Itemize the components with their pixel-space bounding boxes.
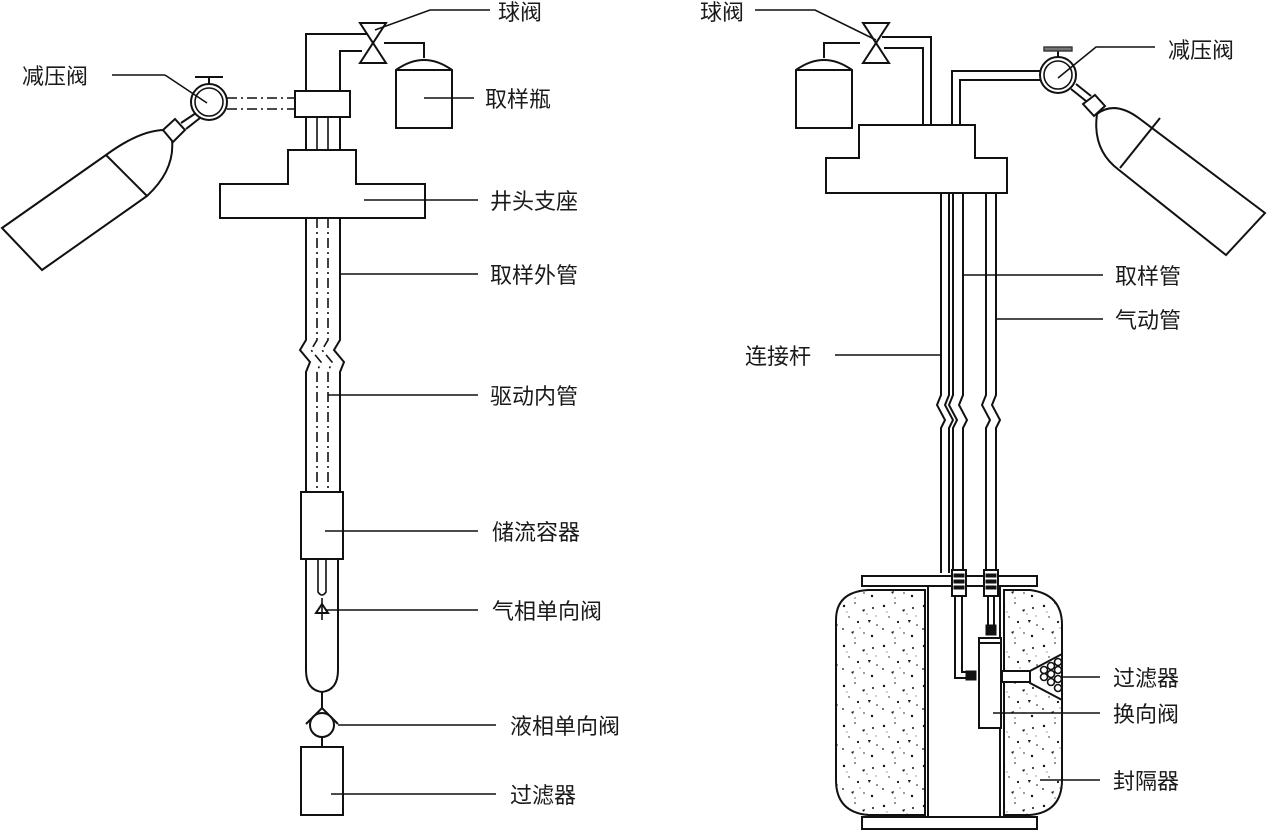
label-ball-valve-left: 球阀 <box>498 1 542 26</box>
pressure-reducing-valve-right <box>1039 46 1077 94</box>
label-drive-inner-tube: 驱动内管 <box>490 385 578 410</box>
top-piping-right <box>882 36 932 125</box>
upper-tubes-left <box>305 117 341 150</box>
flow-storage-container <box>300 491 344 560</box>
drive-inner-tube <box>310 218 333 492</box>
couplings <box>951 569 999 597</box>
pneumatic-tube <box>980 193 1002 573</box>
wellhead-support-right <box>825 124 1008 194</box>
packer-bottom-plate <box>861 816 1038 830</box>
label-pressure-reducing-valve-right: 减压阀 <box>1168 39 1234 64</box>
pressure-reducing-valve-left <box>190 76 295 121</box>
right-system: 球阀 减压阀 取样管 气动管 连接杆 过滤器 换向阀 封隔器 <box>700 1 1267 830</box>
label-ball-valve-right: 球阀 <box>700 1 744 26</box>
sampling-tube <box>943 193 969 573</box>
lower-chamber <box>305 559 339 694</box>
label-sampling-bottle: 取样瓶 <box>485 88 551 113</box>
label-flow-storage-container: 储流容器 <box>492 521 580 546</box>
connecting-rod <box>935 193 947 573</box>
gas-cylinder-right <box>1070 83 1267 257</box>
internal-tubes <box>954 596 997 681</box>
label-connecting-rod: 连接杆 <box>745 345 811 370</box>
filter-right <box>1001 652 1063 702</box>
label-liquid-check-valve: 液相单向阀 <box>510 715 620 740</box>
gas-check-valve <box>314 598 330 620</box>
liquid-check-valve <box>305 692 339 747</box>
left-system: 减压阀 球阀 取样瓶 井头支座 取样外管 驱动内管 储流容器 气相单向阀 液相单… <box>0 1 620 816</box>
pneumatic-piping-right <box>951 70 1040 125</box>
ball-valve-right <box>861 22 891 64</box>
label-gas-check-valve: 气相单向阀 <box>492 600 602 625</box>
sampling-outer-tube <box>298 218 346 492</box>
gas-cylinder-left <box>0 112 201 272</box>
label-pneumatic-tube: 气动管 <box>1115 309 1181 334</box>
label-sampling-tube: 取样管 <box>1115 265 1181 290</box>
label-reversing-valve: 换向阀 <box>1113 703 1179 728</box>
wellhead-support <box>219 149 426 219</box>
manifold-block <box>294 90 351 118</box>
label-pressure-reducing-valve-left: 减压阀 <box>22 65 88 90</box>
label-packer: 封隔器 <box>1113 770 1179 795</box>
sampling-bottle <box>395 59 453 129</box>
top-piping-left <box>305 33 425 91</box>
leader-lines-right <box>755 9 1155 781</box>
ball-valve-left <box>358 22 388 64</box>
filter-left <box>300 746 344 816</box>
reversing-valve <box>978 637 1002 729</box>
packer-top-plate <box>861 575 1038 587</box>
label-sampling-outer-tube: 取样外管 <box>490 264 578 289</box>
label-filter-left: 过滤器 <box>510 784 576 809</box>
packer <box>835 586 1063 817</box>
label-filter-right: 过滤器 <box>1113 667 1179 692</box>
label-wellhead-support: 井头支座 <box>490 190 578 215</box>
leader-lines-left <box>112 9 496 795</box>
sampling-bottle-right <box>795 42 860 129</box>
